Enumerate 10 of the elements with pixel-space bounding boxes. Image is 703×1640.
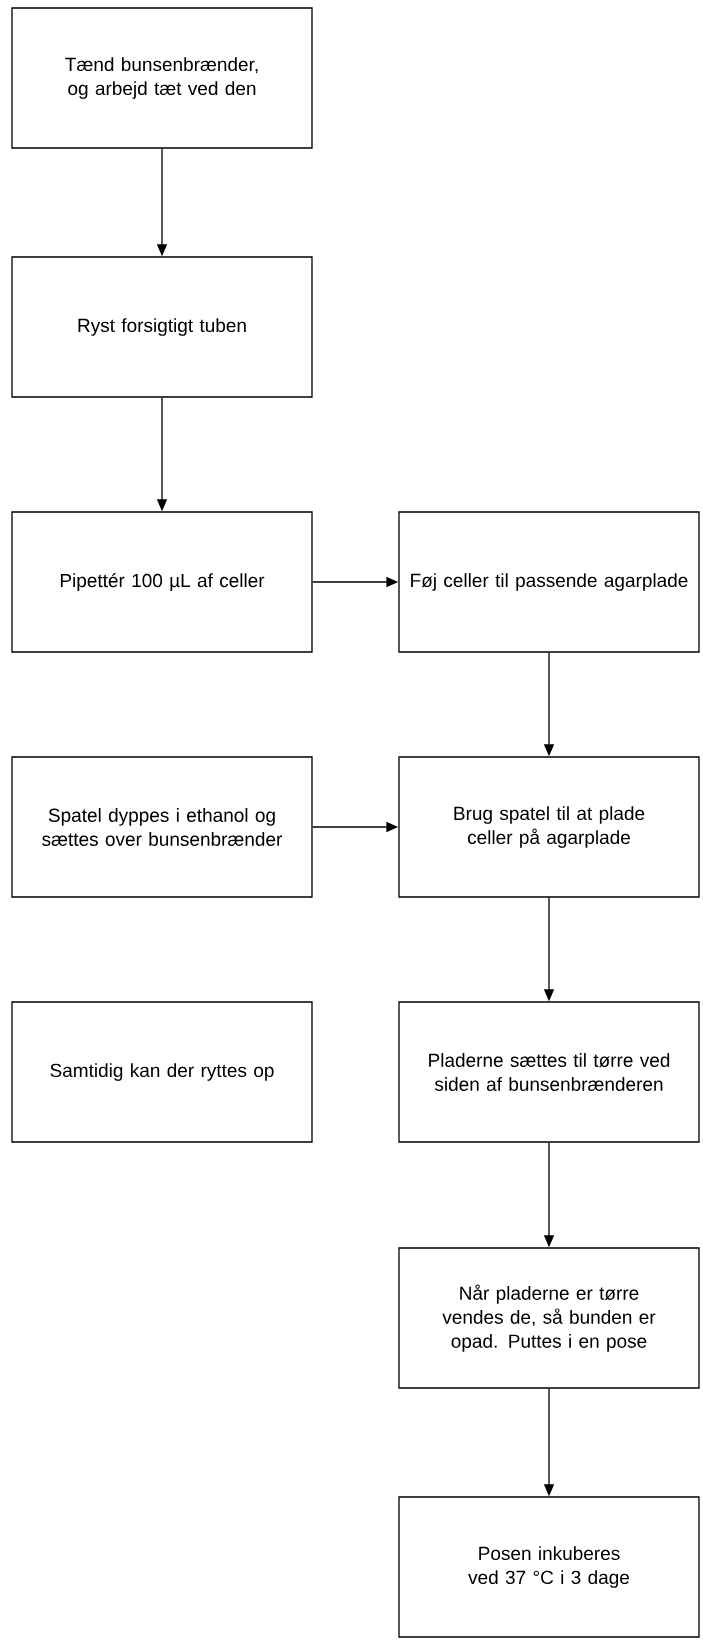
process-box: Pladerne sættes til tørre ved siden af bunsenbrænderen <box>398 1001 700 1143</box>
process-box: Tænd bunsenbrænder, og arbejd tæt ved den <box>11 7 313 149</box>
process-box: Spatel dyppes i ethanol og sættes over bunsenbrænder <box>11 756 313 898</box>
process-box: Ryst forsigtigt tuben <box>11 256 313 398</box>
process-box: Pipettér 100 µL af celler <box>11 511 313 653</box>
process-box: Posen inkuberes ved 37 °C i 3 dage <box>398 1496 700 1638</box>
process-box: Brug spatel til at plade celler på agarplade <box>398 756 700 898</box>
process-box: Samtidig kan der ryttes op <box>11 1001 313 1143</box>
process-box: Når pladerne er tørre vendes de, så bunden er opad. Puttes i en pose <box>398 1247 700 1389</box>
process-box: Føj celler til passende agarplade <box>398 511 700 653</box>
